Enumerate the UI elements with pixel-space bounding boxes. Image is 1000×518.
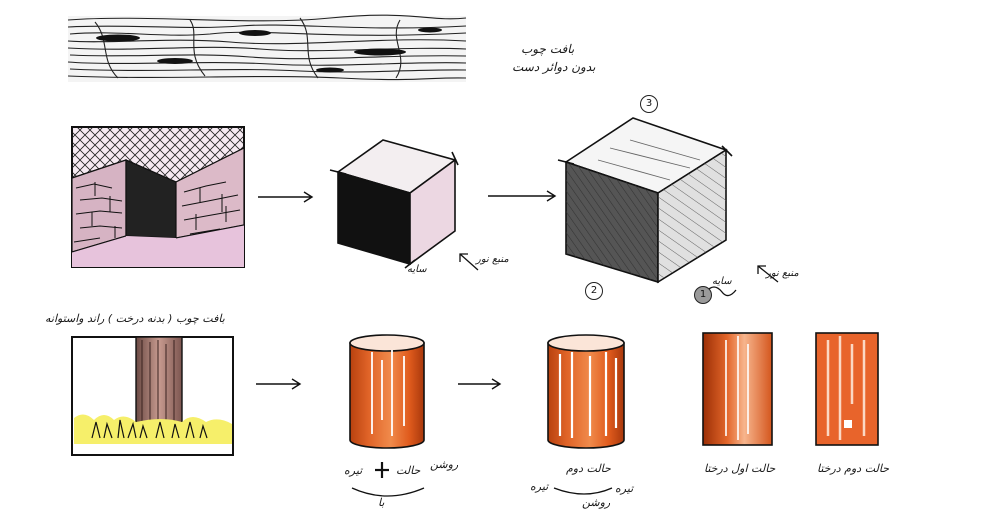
wood-panel-1 xyxy=(702,332,773,446)
face-number-3: 3 xyxy=(640,95,658,113)
trunk-title: بافت چوب ( بدنه درخت ) راند واستوانه xyxy=(45,312,225,325)
wood-grain-texture xyxy=(67,14,467,82)
plus-mark xyxy=(375,462,389,478)
cyl1-left-label: تیره xyxy=(344,464,363,477)
arrow xyxy=(256,378,502,390)
face-number-1: 1 xyxy=(694,286,712,304)
cyl1-right-label: روشن xyxy=(430,458,459,471)
title-line-2: بدون دوائر دست xyxy=(512,60,596,74)
wood-cylinder-2 xyxy=(547,334,625,449)
cyl2-caption: حالت دوم xyxy=(566,462,611,475)
face-number-2: 2 xyxy=(585,282,603,300)
cyl1-caption: حالت xyxy=(396,464,421,477)
wood-cylinder-1 xyxy=(349,334,425,449)
shadow-label-2: سایه xyxy=(712,276,732,287)
light-source-label-2: منبع نور xyxy=(766,268,799,279)
cyl2-right-label: تیره xyxy=(615,482,634,495)
tree-trunk-sketch xyxy=(71,336,234,456)
wood-knots xyxy=(96,27,442,73)
arrow xyxy=(258,190,557,203)
curved-arrow xyxy=(351,487,613,497)
cyl1-bottom-label: با xyxy=(378,496,385,509)
light-arrow-2 xyxy=(705,265,779,297)
panel2-caption: حالت دوم درختا xyxy=(817,462,889,475)
cube-sketch-1 xyxy=(329,139,459,269)
title-line-1: بافت چوب xyxy=(521,42,575,56)
cyl2-mid-label: روشن xyxy=(582,496,611,509)
cube-sketch-2 xyxy=(557,117,733,284)
wood-panel-2 xyxy=(815,332,879,446)
shadow-label-1: سایه xyxy=(407,264,427,275)
cyl2-left-label: تیره xyxy=(530,480,549,493)
light-source-label-1: منبع نور xyxy=(476,254,509,265)
stone-wall-sketch xyxy=(71,126,245,268)
panel1-caption: حالت اول درختا xyxy=(704,462,776,475)
light-arrow-1 xyxy=(459,253,479,271)
